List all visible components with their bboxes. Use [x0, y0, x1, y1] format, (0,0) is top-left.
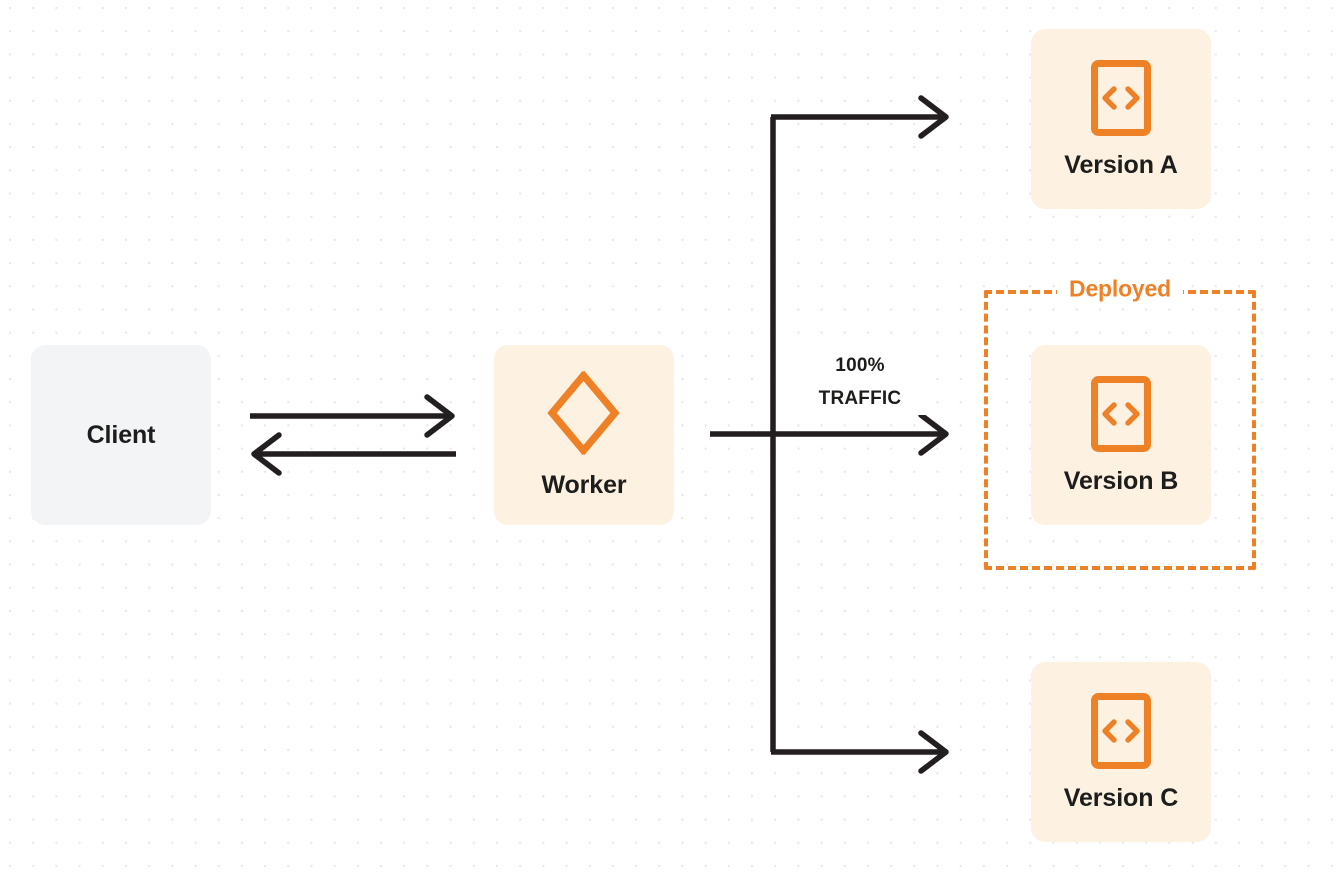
- client-node[interactable]: Client: [31, 345, 211, 525]
- version-b-label: Version B: [1063, 466, 1179, 495]
- version-c-node[interactable]: Version C: [1031, 662, 1211, 842]
- cloudflare-workers-logo-icon: [543, 370, 625, 455]
- version-b-node[interactable]: Version B: [1031, 345, 1211, 525]
- worker-label: Worker: [541, 470, 627, 499]
- version-a-node[interactable]: Version A: [1031, 29, 1211, 209]
- version-a-label: Version A: [1064, 150, 1178, 179]
- traffic-label: 100% TRAFFIC: [786, 350, 934, 416]
- traffic-word: TRAFFIC: [786, 382, 934, 416]
- traffic-percent: 100%: [786, 350, 934, 383]
- deployed-group: Deployed: [984, 275, 1256, 570]
- worker-node[interactable]: Worker: [494, 345, 674, 525]
- client-label: Client: [86, 420, 156, 449]
- code-document-icon: [1090, 375, 1152, 453]
- version-c-label: Version C: [1063, 783, 1179, 812]
- deployed-group-label: Deployed: [1057, 275, 1183, 303]
- code-document-icon: [1090, 692, 1152, 770]
- code-document-icon: [1090, 59, 1152, 137]
